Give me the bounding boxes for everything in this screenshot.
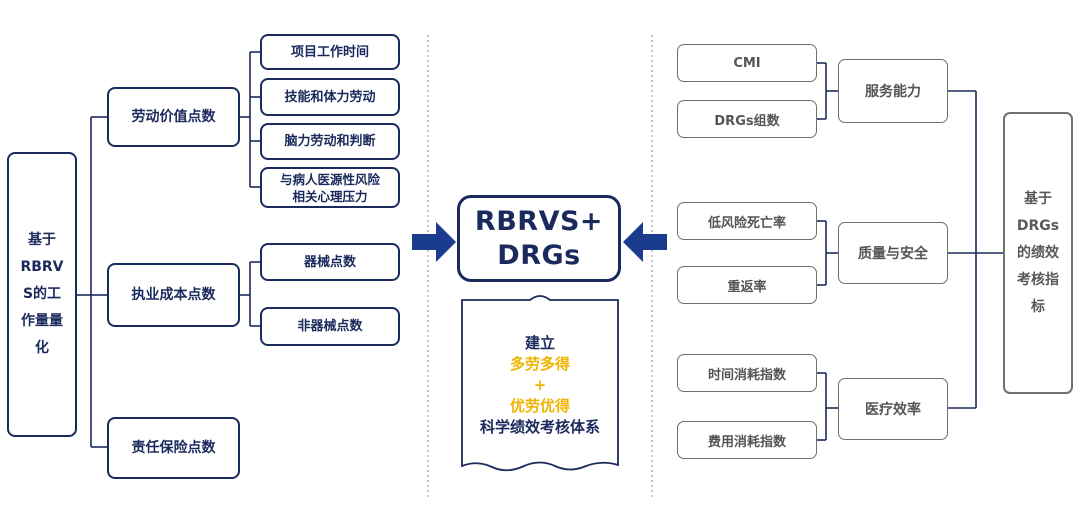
scroll-line-quality-work: 优劳优得 bbox=[509, 396, 570, 415]
item-cmi: CMI bbox=[677, 44, 817, 82]
right-root-box: 基于 DRGs 的绩效 考核指 标 bbox=[1003, 112, 1073, 394]
center-title-line2: DRGs bbox=[497, 239, 581, 271]
item-drgs-count: DRGs组数 bbox=[677, 100, 817, 138]
item-low-risk-mortality: 低风险死亡率 bbox=[677, 202, 817, 240]
group-service-capacity: 服务能力 bbox=[838, 59, 948, 123]
item-equipment-points: 器械点数 bbox=[260, 243, 400, 281]
left-arrow-icon bbox=[623, 222, 667, 262]
item-non-equipment-points: 非器械点数 bbox=[260, 307, 400, 346]
item-work-time: 项目工作时间 bbox=[260, 34, 400, 70]
center-title-box: RBRVS+ DRGs bbox=[457, 195, 621, 282]
left-root-box: 基于 RBRV S的工 作量量 化 bbox=[7, 152, 77, 437]
item-mental-judgment: 脑力劳动和判断 bbox=[260, 123, 400, 160]
scroll-line-plus: + bbox=[533, 375, 547, 394]
center-title-line1: RBRVS+ bbox=[474, 205, 604, 237]
scroll-line-more-work: 多劳多得 bbox=[509, 354, 570, 373]
item-cost-consumption-index: 费用消耗指数 bbox=[677, 421, 817, 459]
item-iatrogenic-risk: 与病人医源性风险 相关心理压力 bbox=[260, 167, 400, 208]
item-skill-physical: 技能和体力劳动 bbox=[260, 78, 400, 116]
group-practice-cost: 执业成本点数 bbox=[107, 263, 240, 327]
right-arrow-icon bbox=[412, 222, 456, 262]
scroll-text: 建立 多劳多得 + 优劳优得 科学绩效考核体系 bbox=[462, 326, 618, 444]
group-labor-value: 劳动价值点数 bbox=[107, 87, 240, 147]
group-quality-safety: 质量与安全 bbox=[838, 222, 948, 284]
scroll-line-establish: 建立 bbox=[524, 333, 555, 352]
scroll-banner bbox=[461, 295, 619, 472]
item-readmission-rate: 重返率 bbox=[677, 266, 817, 304]
group-liability-insurance: 责任保险点数 bbox=[107, 417, 240, 479]
item-time-consumption-index: 时间消耗指数 bbox=[677, 354, 817, 392]
group-medical-efficiency: 医疗效率 bbox=[838, 378, 948, 440]
scroll-line-system: 科学绩效考核体系 bbox=[479, 417, 600, 436]
